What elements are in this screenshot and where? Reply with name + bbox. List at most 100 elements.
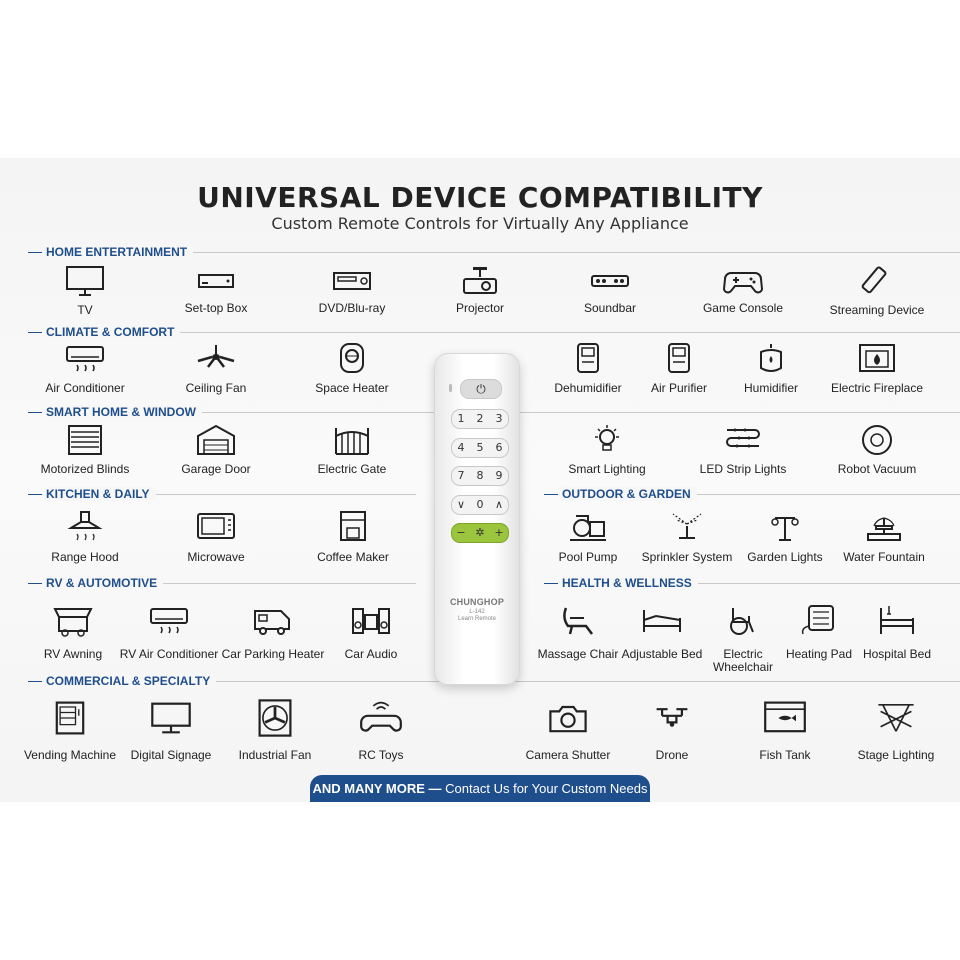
device-rc-toys[interactable]: RC Toys <box>326 695 436 762</box>
garage-icon <box>196 422 236 458</box>
device-water-fountain[interactable]: Water Fountain <box>829 506 939 570</box>
device-pool-pump[interactable]: Pool Pump <box>533 506 643 570</box>
device-industrial-fan[interactable]: Industrial Fan <box>220 695 330 762</box>
key-4[interactable]: 5 <box>476 441 484 454</box>
device-range-hood[interactable]: Range Hood <box>30 506 140 570</box>
device-massage-chair[interactable]: Massage Chair <box>523 599 633 663</box>
device-label: Projector <box>455 301 505 315</box>
device-coffee-maker[interactable]: Coffee Maker <box>298 506 408 570</box>
rv-awning-icon <box>53 601 93 641</box>
device-rv-air-conditioner[interactable]: RV Air Conditioner <box>114 601 224 665</box>
heating-pad-icon <box>799 599 839 641</box>
set-top-box-icon <box>196 264 236 298</box>
device-soundbar[interactable]: Soundbar <box>555 264 665 328</box>
humidifier-icon <box>751 340 791 376</box>
device-led-strip[interactable]: LED Strip Lights <box>688 422 798 486</box>
device-motorized-blinds[interactable]: Motorized Blinds <box>30 422 140 486</box>
section-outdoor-garden: OUTDOOR & GARDEN <box>544 487 960 501</box>
device-label: Adjustable Bed <box>621 647 703 661</box>
device-game-console[interactable]: Game Console <box>688 264 798 328</box>
device-label: Air Purifier <box>650 381 707 395</box>
key-14[interactable]: + <box>494 526 504 539</box>
device-electric-wheelchair[interactable]: Electric Wheelchair <box>688 599 798 674</box>
device-garden-lights[interactable]: Garden Lights <box>730 506 840 570</box>
sprinkler-icon <box>667 506 707 546</box>
device-camera-shutter[interactable]: Camera Shutter <box>513 695 623 762</box>
device-label: Camera Shutter <box>525 748 611 762</box>
device-air-purifier[interactable]: Air Purifier <box>624 340 734 404</box>
device-air-conditioner[interactable]: Air Conditioner <box>30 342 140 406</box>
device-streaming[interactable]: Streaming Device <box>822 264 932 328</box>
device-label: Garden Lights <box>747 550 823 564</box>
fireplace-icon <box>857 340 897 376</box>
device-set-top-box[interactable]: Set-top Box <box>161 264 271 328</box>
key-3[interactable]: 4 <box>457 441 465 454</box>
key-6[interactable]: 7 <box>457 469 465 482</box>
device-fish-tank[interactable]: Fish Tank <box>730 695 840 762</box>
device-hospital-bed[interactable]: Hospital Bed <box>842 599 952 663</box>
page-subtitle: Custom Remote Controls for Virtually Any… <box>271 214 689 233</box>
section-label: KITCHEN & DAILY <box>46 487 156 501</box>
device-tv[interactable]: TV <box>30 264 140 328</box>
device-dvd-bluray[interactable]: DVD/Blu-ray <box>297 264 407 328</box>
key-7[interactable]: 8 <box>476 469 484 482</box>
device-microwave[interactable]: Microwave <box>161 506 271 570</box>
device-rv-awning[interactable]: RV Awning <box>18 601 128 665</box>
key-9[interactable]: ∨ <box>456 498 466 511</box>
device-electric-gate[interactable]: Electric Gate <box>297 422 407 486</box>
device-label: Pool Pump <box>558 550 618 564</box>
section-label: OUTDOOR & GARDEN <box>562 487 697 501</box>
key-5[interactable]: 6 <box>495 441 503 454</box>
key-1[interactable]: 2 <box>476 412 484 425</box>
key-2[interactable]: 3 <box>495 412 503 425</box>
device-garage-door[interactable]: Garage Door <box>161 422 271 486</box>
device-label: Air Conditioner <box>45 381 125 395</box>
key-0[interactable]: 1 <box>457 412 465 425</box>
device-stage-lighting[interactable]: Stage Lighting <box>841 695 951 762</box>
microwave-icon <box>196 506 236 546</box>
key-13[interactable]: ✲ <box>475 526 485 539</box>
cta-bold: AND MANY MORE — <box>312 781 442 796</box>
wheelchair-icon <box>723 599 763 641</box>
key-12[interactable]: − <box>456 526 466 539</box>
drone-icon <box>650 695 694 741</box>
power-button[interactable]: ⏻ <box>460 379 502 399</box>
camera-icon <box>546 695 590 741</box>
volume-button-row[interactable]: −✲ + <box>451 523 509 543</box>
key-11[interactable]: ∧ <box>494 498 504 511</box>
key-10[interactable]: 0 <box>476 498 484 511</box>
device-space-heater[interactable]: Space Heater <box>297 340 407 404</box>
device-drone[interactable]: Drone <box>617 695 727 762</box>
device-electric-fireplace[interactable]: Electric Fireplace <box>822 340 932 404</box>
device-ceiling-fan[interactable]: Ceiling Fan <box>161 342 271 406</box>
device-label: Electric Wheelchair <box>712 647 774 674</box>
device-label: Dehumidifier <box>554 381 622 395</box>
device-label: Microwave <box>187 550 245 564</box>
device-sprinkler[interactable]: Sprinkler System <box>632 506 742 570</box>
device-vending-machine[interactable]: Vending Machine <box>15 695 125 762</box>
device-digital-signage[interactable]: Digital Signage <box>116 695 226 762</box>
device-car-audio[interactable]: Car Audio <box>316 601 426 665</box>
contact-banner[interactable]: AND MANY MORE — Contact Us for Your Cust… <box>310 775 650 802</box>
device-projector[interactable]: Projector <box>425 264 535 328</box>
keypad-row[interactable]: ∨ 0 ∧ <box>451 495 509 515</box>
device-car-parking-heater[interactable]: Car Parking Heater <box>218 601 328 665</box>
device-smart-lighting[interactable]: Smart Lighting <box>552 422 662 486</box>
device-adjustable-bed[interactable]: Adjustable Bed <box>607 599 717 663</box>
section-label: HOME ENTERTAINMENT <box>46 245 194 259</box>
adjustable-bed-icon <box>642 599 682 641</box>
device-dehumidifier[interactable]: Dehumidifier <box>533 340 643 404</box>
device-humidifier[interactable]: Humidifier <box>716 340 826 404</box>
dvd-player-icon <box>332 264 372 298</box>
device-heating-pad[interactable]: Heating Pad <box>764 599 874 663</box>
device-label: RV Air Conditioner <box>119 647 219 661</box>
blinds-icon <box>65 422 105 458</box>
model-subtitle: Learn Remote <box>457 616 497 622</box>
fountain-icon <box>864 506 904 546</box>
key-8[interactable]: 9 <box>495 469 503 482</box>
device-robot-vacuum[interactable]: Robot Vacuum <box>822 422 932 486</box>
